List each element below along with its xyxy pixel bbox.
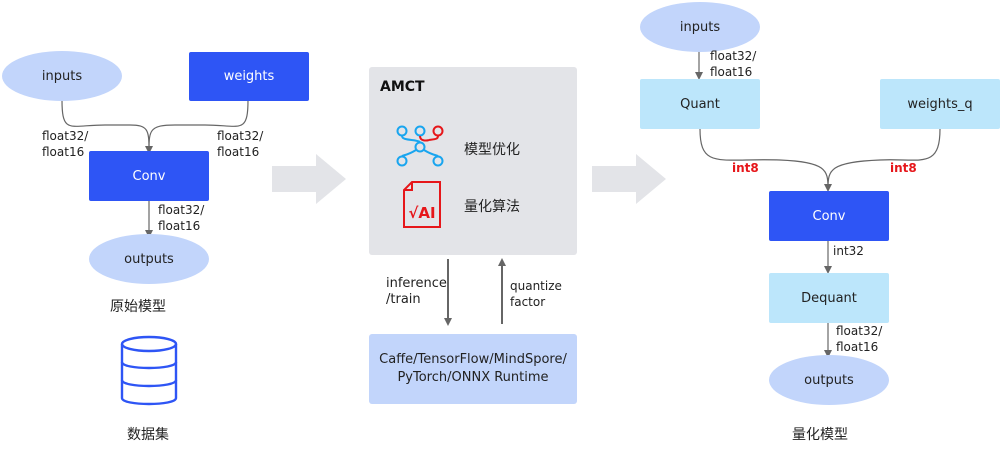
original-inputs-node[interactable]: inputs [2, 51, 122, 101]
node-label: outputs [804, 372, 854, 388]
quantized-outputs-node[interactable]: outputs [769, 355, 889, 405]
edge-label-inputs-quant: float32/ float16 [710, 49, 757, 79]
dataset-caption: 数据集 [127, 427, 169, 443]
edge-label-conv-outputs: float32/ float16 [158, 203, 205, 233]
edge-label-conv-int32: int32 [833, 244, 864, 258]
edge-label-quant-int8: int8 [732, 161, 759, 175]
model-optimization-icon [396, 125, 444, 167]
node-label: Dequant [801, 290, 857, 306]
inference-train-label: inference /train [386, 276, 447, 307]
amct-title: AMCT [380, 79, 425, 95]
frameworks-box: Caffe/TensorFlow/MindSpore/ PyTorch/ONNX… [369, 334, 577, 404]
dequant-node[interactable]: Dequant [769, 273, 889, 323]
quantized-inputs-node[interactable]: inputs [640, 2, 760, 52]
node-label: Conv [812, 208, 846, 224]
node-label: Quant [680, 96, 720, 112]
edge-quant-conv [699, 128, 832, 192]
original-model-caption: 原始模型 [110, 299, 166, 315]
quant-node[interactable]: Quant [640, 79, 760, 129]
edge-weights-conv [148, 99, 249, 151]
edge-label-dequant-outputs: float32/ float16 [836, 324, 883, 354]
edge-weights-conv-q [827, 128, 941, 189]
svg-text:√AI: √AI [408, 204, 435, 222]
flow-arrow-1 [272, 154, 346, 204]
quantized-conv-node[interactable]: Conv [769, 191, 889, 241]
quantize-factor-label: quantize factor [510, 279, 562, 309]
node-label: Conv [132, 168, 166, 184]
flow-arrow-2 [592, 154, 666, 204]
original-conv-node[interactable]: Conv [89, 151, 209, 201]
original-outputs-node[interactable]: outputs [89, 234, 209, 284]
amct-panel: AMCT 模型优化 √AI 量化算法 [369, 67, 577, 255]
frameworks-label: Caffe/TensorFlow/MindSpore/ PyTorch/ONNX… [379, 352, 567, 385]
node-label: inputs [679, 19, 721, 35]
quantization-algorithm-label: 量化算法 [464, 199, 520, 215]
weights-q-node[interactable]: weights_q [880, 79, 1000, 129]
edge-inputs-conv [61, 99, 153, 154]
quantization-algorithm-icon: √AI [403, 181, 441, 228]
edge-label-weights: float32/ float16 [217, 129, 264, 159]
node-label: weights_q [907, 96, 973, 112]
quantized-model-caption: 量化模型 [792, 427, 848, 443]
database-icon [120, 335, 178, 406]
model-optimization-label: 模型优化 [464, 142, 520, 158]
node-label: inputs [41, 68, 83, 84]
edge-label-inputs: float32/ float16 [42, 129, 89, 159]
node-label: outputs [124, 251, 174, 267]
edge-label-weights-int8: int8 [890, 161, 917, 175]
original-weights-node[interactable]: weights [189, 52, 309, 101]
node-label: weights [223, 69, 275, 84]
